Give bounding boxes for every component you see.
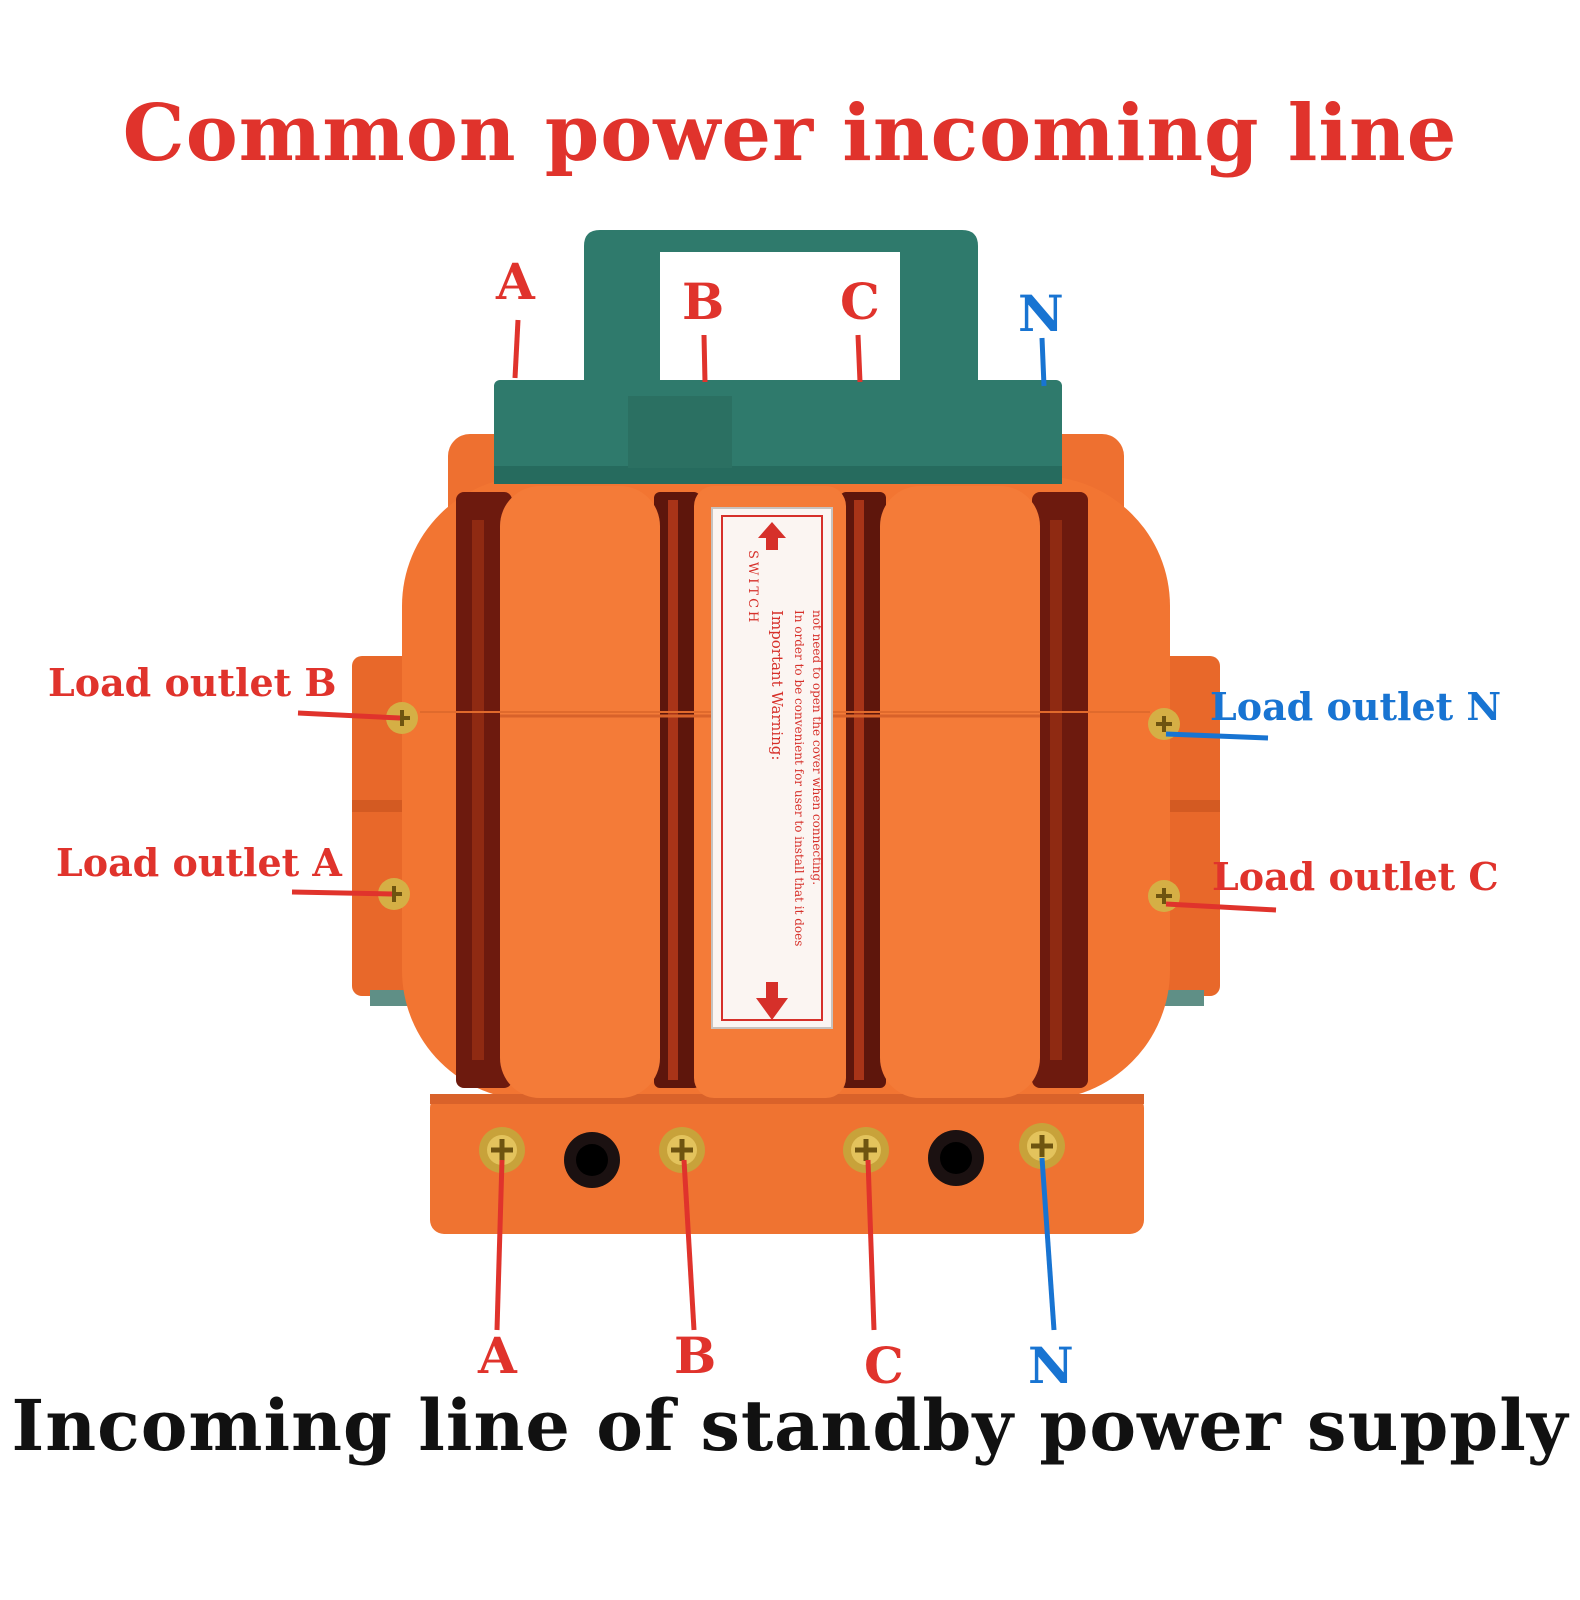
top-phase-b: B: [682, 272, 725, 331]
top-phase-a: A: [496, 252, 535, 311]
pointer-outlet-n: [1165, 731, 1269, 741]
pointer-outlet-c: [1165, 901, 1277, 913]
pointer-outlet-a: [291, 889, 393, 897]
bottom-phase-b: B: [674, 1326, 717, 1385]
barrel-left: [500, 486, 660, 1098]
arrow-up-icon: [758, 522, 786, 550]
bottom-phase-c: C: [864, 1336, 904, 1395]
sticker-line-2: In order to be convenient for user to in…: [792, 610, 806, 947]
base-plate: [430, 1094, 1144, 1234]
barrel-right: [880, 486, 1040, 1098]
pointer-bottom-a: [494, 1159, 505, 1331]
bottom-phase-a: A: [478, 1326, 517, 1385]
handle-loop: [584, 230, 978, 384]
label-load-outlet-a: Load outlet A: [56, 840, 342, 885]
pointer-bottom-n: [1039, 1157, 1057, 1331]
pointer-bottom-b: [681, 1159, 697, 1331]
pointer-outlet-b: [297, 710, 401, 721]
top-phase-c: C: [840, 272, 880, 331]
pointer-top-c: [855, 334, 863, 383]
label-load-outlet-b: Load outlet B: [48, 660, 337, 705]
bottom-title: Incoming line of standby power supply: [11, 1384, 1569, 1467]
bottom-phase-n: N: [1028, 1336, 1074, 1395]
top-title: Common power incoming line: [122, 88, 1458, 179]
sticker-line-1: Important Warning:: [768, 610, 786, 761]
side-screw-right-lower: [1148, 880, 1180, 912]
arrow-down-icon: [756, 982, 788, 1020]
base-screw-c: [843, 1127, 889, 1173]
pointer-top-a: [512, 319, 521, 379]
warning-sticker: [711, 507, 833, 1029]
label-load-outlet-c: Load outlet C: [1212, 854, 1499, 899]
mounting-hole-right: [928, 1130, 984, 1186]
label-load-outlet-n: Load outlet N: [1210, 684, 1502, 729]
base-screw-n: [1019, 1123, 1065, 1169]
pointer-top-n: [1039, 337, 1047, 387]
mounting-hole-left: [564, 1132, 620, 1188]
base-screw-b: [659, 1127, 705, 1173]
sticker-heading: SWITCH: [745, 550, 760, 626]
pointer-bottom-c: [865, 1159, 877, 1331]
pointer-top-b: [701, 334, 708, 383]
base-screw-a: [479, 1127, 525, 1173]
top-phase-n: N: [1018, 284, 1064, 343]
sticker-line-3: not need to open the cover when connecti…: [810, 610, 824, 886]
